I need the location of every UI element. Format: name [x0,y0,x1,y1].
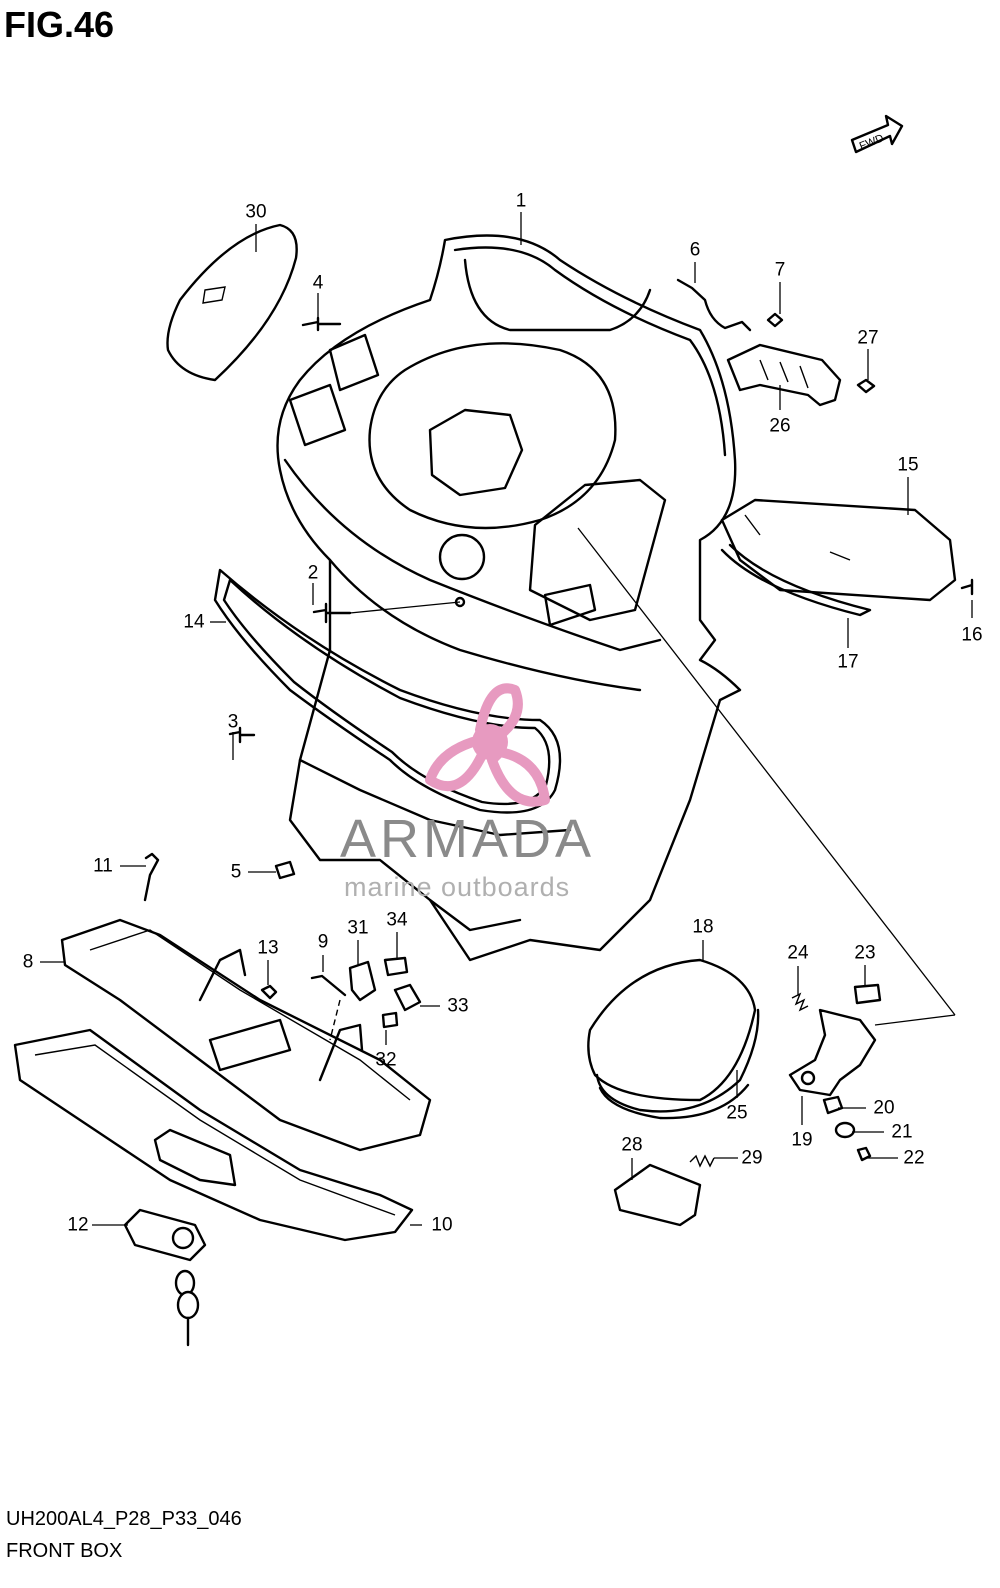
watermark-word: ARMADA [340,809,596,869]
part-2-bolt [312,596,466,624]
part-27-screw [856,378,876,394]
part-4-screw [301,316,342,332]
callout-23: 23 [854,942,876,964]
watermark-subtitle: marine outboards [344,872,571,902]
callout-18: 18 [692,916,714,938]
callout-14: 14 [183,611,205,633]
callout-28: 28 [621,1134,643,1156]
callout-3: 3 [227,711,239,733]
callout-11: 11 [93,855,113,877]
callout-29: 29 [741,1147,763,1169]
callout-15: 15 [897,454,919,476]
part-20-nut [822,1095,844,1115]
part-28-latch-block [613,1163,702,1227]
callout-31: 31 [347,917,369,939]
part-25-seal [595,1008,760,1120]
diagram-code: UH200AL4_P28_P33_046 [6,1508,242,1530]
callout-13: 13 [257,937,279,959]
callout-12: 12 [67,1214,89,1236]
part-3-screw [228,726,256,744]
part-33-clip [393,983,422,1012]
callout-24: 24 [787,942,809,964]
part-34-pad [383,956,409,977]
callout-5: 5 [230,861,242,883]
callout-6: 6 [689,239,701,261]
callout-10: 10 [431,1214,453,1236]
fwd-arrow-icon: FWD [850,114,904,154]
part-24-spring [791,992,809,1012]
callout-20: 20 [873,1097,895,1119]
callout-30: 30 [245,201,267,223]
callout-22: 22 [903,1147,925,1169]
part-9-pin [310,974,347,1041]
part-26-bracket [726,343,842,407]
leader-lines [40,212,973,1226]
part-7-screw [766,312,784,328]
callout-16: 16 [961,624,983,646]
part-15-cover [720,498,957,602]
callout-19: 19 [791,1129,813,1151]
callout-8: 8 [22,951,34,973]
part-32-pad [381,1011,399,1029]
callout-17: 17 [837,651,859,673]
figure-title: FIG.46 [4,4,115,45]
part-1-front-box-body [276,234,742,962]
part-6-cable [676,278,752,332]
part-11-clip [143,852,160,902]
callout-33: 33 [447,995,469,1017]
callout-4: 4 [312,272,324,294]
part-23-block [853,983,882,1005]
callout-27: 27 [857,327,879,349]
callout-32: 32 [375,1049,397,1071]
part-17-seal [720,543,872,617]
part-29-spring [689,1154,715,1168]
callout-9: 9 [317,931,329,953]
diagram-name: FRONT BOX [6,1540,123,1562]
part-12-lock-and-key [123,1208,207,1347]
part-30-cover-panel [166,223,298,382]
part-18-cushion [587,958,757,1102]
part-16-screw [960,578,974,596]
callout-7: 7 [774,259,786,281]
callout-26: 26 [769,415,791,437]
part-13-screw [260,984,278,1000]
part-22-screw [856,1146,872,1162]
part-10-inner-lid [13,1028,414,1242]
callout-1: 1 [515,190,527,212]
part-5-nut [274,860,296,880]
callout-2: 2 [307,562,319,584]
part-31-clip [348,960,377,1002]
part-19-latch [788,1008,877,1097]
part-21-washer [834,1121,856,1139]
watermark-logo [425,683,550,807]
propeller-icon [425,683,550,807]
part-8-lid-frame [60,918,432,1152]
callout-21: 21 [891,1121,913,1143]
callout-25: 25 [726,1102,748,1124]
callout-34: 34 [386,909,408,931]
